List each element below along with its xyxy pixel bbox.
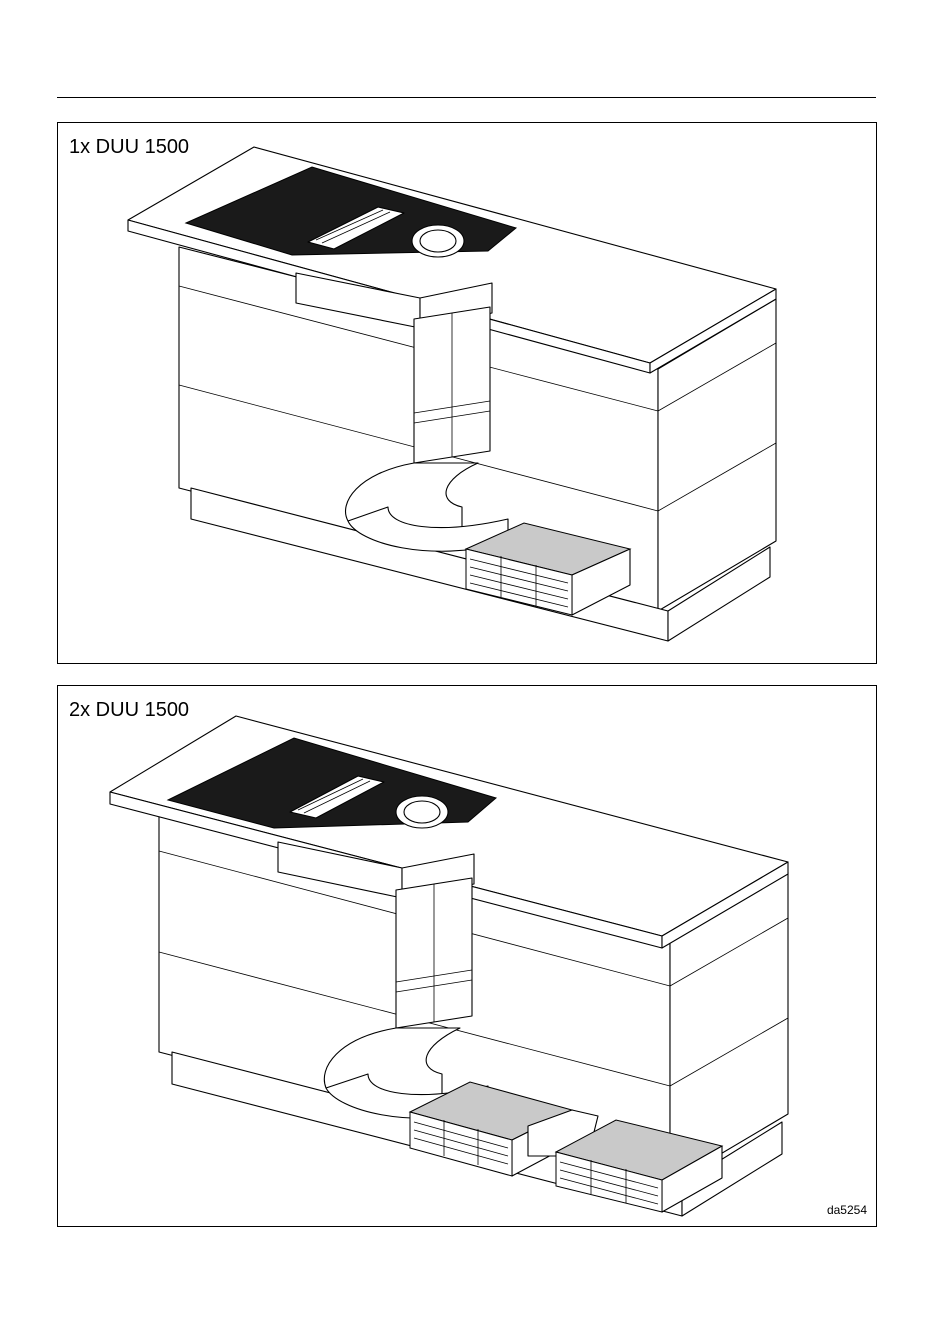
duct-collar-ring xyxy=(404,801,440,823)
panel-title: 1x DUU 1500 xyxy=(69,135,189,159)
panel-single-unit: 1x DUU 1500 xyxy=(57,122,877,664)
panel-double-unit: 2x DUU 1500 da5254 xyxy=(57,685,877,1227)
illustration-single-unit xyxy=(58,123,878,665)
header-rule xyxy=(57,97,876,98)
panel-title: 2x DUU 1500 xyxy=(69,698,189,722)
illustration-double-unit xyxy=(58,686,878,1228)
duct-collar-ring xyxy=(420,230,456,252)
document-code: da5254 xyxy=(827,1203,867,1217)
